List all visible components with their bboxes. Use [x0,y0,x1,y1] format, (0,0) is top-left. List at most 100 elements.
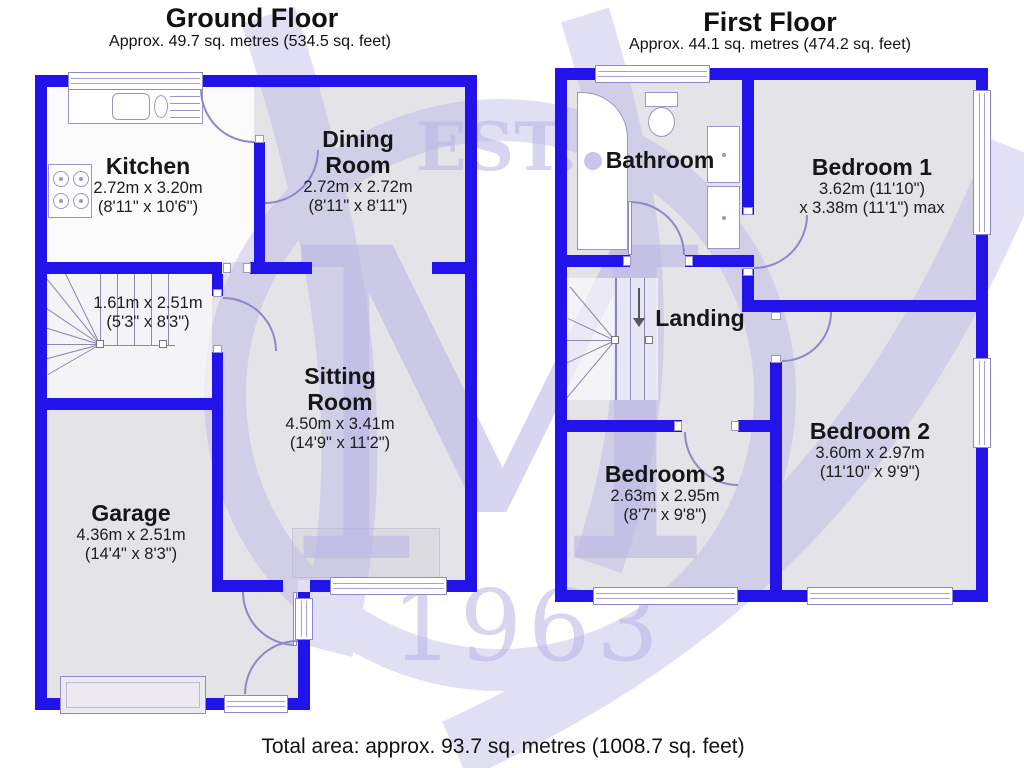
kitchen-bottom-wall [35,262,222,274]
kitchen-dining-wall [254,142,265,262]
stair-winder-line [567,340,616,400]
dining-dim-metric: 2.72m x 2.72m [303,178,413,196]
bedroom1-dim-line2: x 3.38m (11'1") max [799,199,945,217]
sitting-window [330,577,447,595]
room-label-landing: Landing [655,305,744,331]
sitting-bottom-wall-right [447,580,477,592]
dining-sitting-stub-left [265,262,312,274]
door-jamb [685,256,693,266]
bathroom-bottom-wall-left [567,255,630,267]
bedroom2-window [807,587,953,605]
door-jamb [623,256,631,266]
ground-stairs [47,274,212,398]
kitchen-dim-metric: 2.72m x 3.20m [93,179,203,197]
hob-burner [73,193,89,209]
stair-newel [159,340,167,348]
room-label-sitting: Sitting Room 4.50m x 3.41m (14'9" x 11'2… [285,363,394,453]
stair-winder-line [567,340,616,371]
door-jamb [213,345,222,353]
stair-winder-line [47,344,100,345]
hob-burner [53,193,69,209]
wc-bowl [648,107,675,137]
door-jamb [243,263,251,273]
first-floor-title: First Floor [703,7,837,37]
stair-winder-line [47,275,101,345]
stairs-dim-metric: 1.61m x 2.51m [93,294,203,312]
kitchen-drainer [170,96,200,120]
door-jamb [743,207,753,215]
room-label-bedroom3: Bedroom 3 2.63m x 2.95m (8'7" x 9'8") [605,461,725,525]
stairs-dim-imperial: (5'3" x 8'3") [106,313,190,331]
bedroom1-name: Bedroom 1 [811,154,933,180]
landing-name: Landing [655,305,745,331]
door-jamb [674,421,682,431]
hob-burner [73,171,89,187]
garage-top-wall [35,398,223,410]
door-jamb [743,268,753,276]
bathroom-bottom-wall-right [685,255,754,267]
stair-treads [100,274,175,346]
hearth [292,528,440,578]
bedroom3-top-wall-right [738,420,782,432]
ground-floor-title: Ground Floor [165,3,339,33]
room-label-garage: Garage 4.36m x 2.51m (14'4" x 8'3") [76,500,185,564]
sitting-name: Sitting Room [304,363,376,415]
bathroom-bedroom1-wall [742,80,754,215]
shower-control [584,152,602,170]
first-floor-subtitle: Approx. 44.1 sq. metres (474.2 sq. feet) [629,36,911,53]
bedroom1-dim-line1: 3.62m (11'10") [819,180,925,198]
door-jamb [255,135,264,143]
ground-left-wall [35,75,47,710]
stair-newel [96,340,104,348]
stair-winder-line [47,344,101,360]
bedroom3-dim-imperial: (8'7" x 9'8") [623,506,707,524]
bedroom3-window [593,587,738,605]
bedroom1-window [973,90,991,235]
dining-sitting-stub-right [432,262,465,274]
door-jamb [771,312,781,320]
dining-dim-imperial: (8'11" x 8'11") [308,197,408,215]
dining-name: Dining Room [322,126,394,178]
stair-winder-line [567,340,615,341]
bedroom2-dim-metric: 3.60m x 2.97m [815,444,925,462]
bathroom-door-leaf [628,201,632,255]
door-jamb [223,263,231,273]
bedroom1-bottom-wall [754,300,988,312]
sitting-bottom-wall-left [223,580,283,592]
garage-door [60,676,206,714]
sitting-dim-imperial: (14'9" x 11'2") [289,434,391,452]
first-left-wall [555,68,567,602]
first-stairs [567,278,658,400]
door-jamb [731,421,739,431]
bedroom3-name: Bedroom 3 [604,461,726,487]
bedroom3-dim-metric: 2.63m x 2.95m [610,487,720,505]
cupboard [707,126,740,183]
bedroom1-wall-lower [742,269,754,312]
bedroom2-dim-imperial: (11'10" x 9'9") [819,463,921,481]
stair-newel [611,336,619,344]
stair-winder-line [47,344,101,375]
door-jamb [771,355,781,363]
hall-sitting-wall-upper [212,274,223,296]
garage-name: Garage [91,500,171,526]
room-label-bedroom1: Bedroom 1 3.62m (11'10") x 3.38m (11'1")… [799,154,944,218]
kitchen-sink-bowl [154,95,168,118]
sitting-bottom-wall-mid [310,580,330,592]
stair-winder-line [567,318,616,341]
hob-burner [53,171,69,187]
lobby-window-bottom [224,695,288,713]
cupboard [707,186,740,249]
room-label-bedroom2: Bedroom 2 3.60m x 2.97m (11'10" x 9'9") [810,418,930,482]
kitchen-bottom-wall-stub [250,262,265,274]
wc-cistern [645,92,678,107]
bathroom-name: Bathroom [605,147,715,173]
bedroom2-side-window [973,358,991,448]
kitchen-window [68,72,203,90]
garage-dim-imperial: (14'4" x 8'3") [84,545,178,563]
sitting-dim-metric: 4.50m x 3.41m [285,415,395,433]
kitchen-name: Kitchen [105,153,191,179]
lobby-window-side [295,598,313,640]
kitchen-dim-imperial: (8'11" x 10'6") [97,198,199,216]
total-area-text: Total area: approx. 93.7 sq. metres (100… [261,735,745,758]
